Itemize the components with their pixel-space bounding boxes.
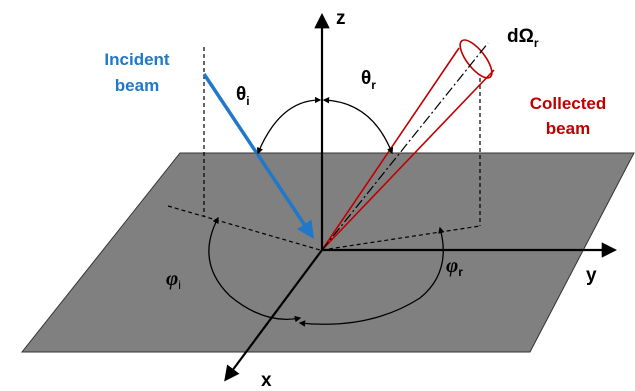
phi-i-arc [208,216,302,323]
theta-i-arc [256,96,322,155]
z-axis-label: z [336,8,346,29]
phi-r-label: φr [446,253,463,279]
collected-label-line1: Collected [530,94,607,113]
incident-beam-arrow [202,73,314,239]
x-axis-label: x [261,370,272,391]
incident-label-line1: Incident [104,50,170,69]
collected-label-line2: beam [546,119,590,138]
y-axis-label: y [586,265,597,286]
theta-r-arc [322,96,394,155]
cone-axis [321,42,489,251]
solid-angle-label: dΩr [507,26,539,50]
cone-edge-right [321,69,495,251]
surface-plane [20,152,635,353]
phi-i-label: φi [166,266,181,292]
phi-r-arc [298,226,445,327]
incident-label-line2: beam [115,76,159,95]
cone-aperture [459,39,493,79]
theta-i-label: θi [236,84,250,108]
theta-r-label: θr [361,68,376,92]
